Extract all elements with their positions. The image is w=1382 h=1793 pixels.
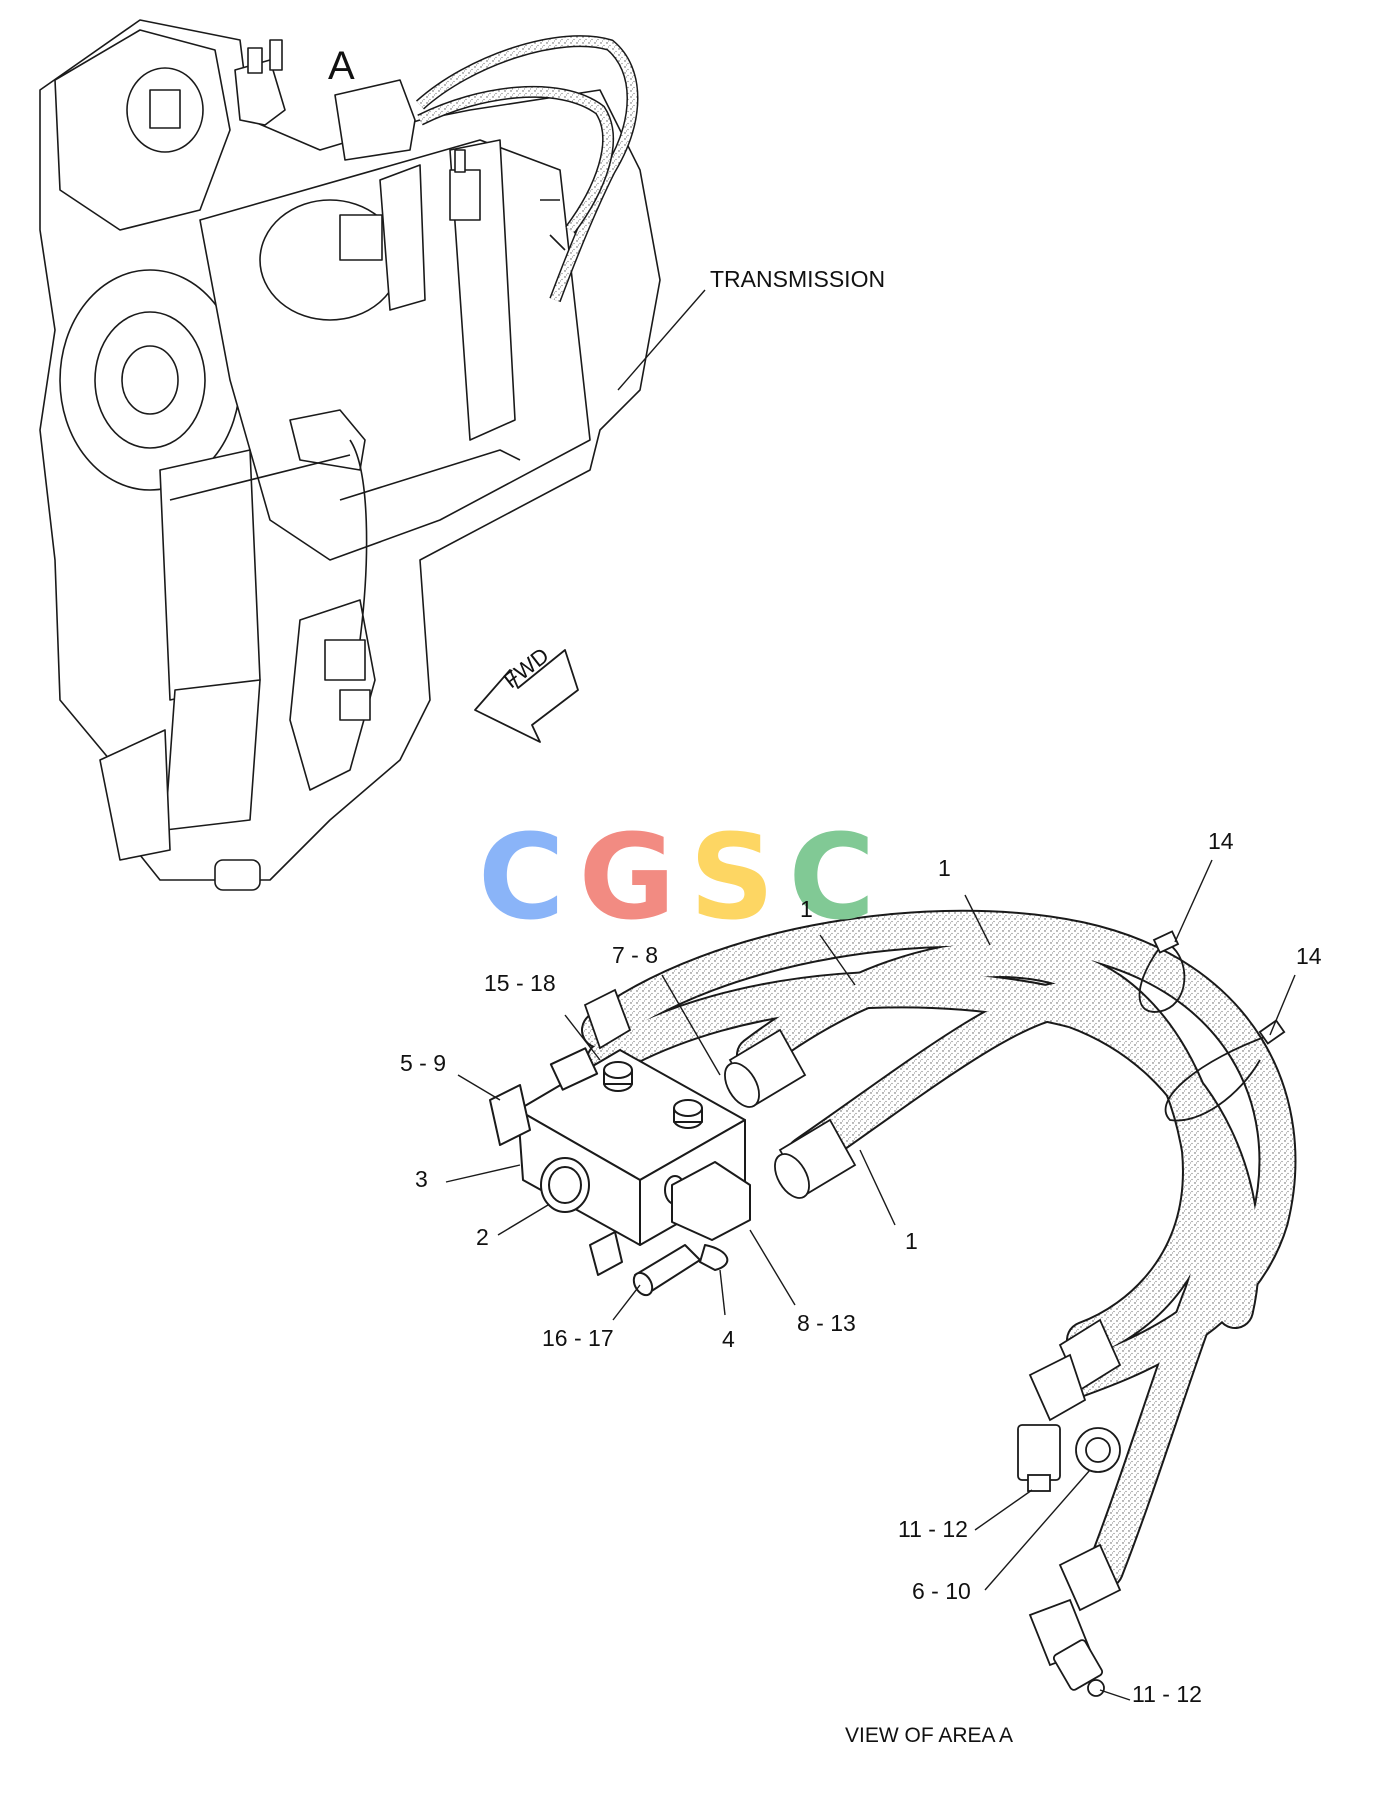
- callout-16-17: 16 - 17: [542, 1325, 614, 1351]
- callout-5-9: 5 - 9: [400, 1050, 447, 1076]
- callout-11-12-b: 11 - 12: [1132, 1681, 1202, 1707]
- hose-fittings: [583, 988, 1122, 1697]
- callout-11-12-a: 11 - 12: [898, 1516, 968, 1542]
- callout-1-low: 1: [905, 1228, 918, 1254]
- callout-4: 4: [722, 1326, 735, 1352]
- valve-block: [489, 1047, 751, 1297]
- callout-3: 3: [415, 1166, 428, 1192]
- fwd-arrow: [474, 649, 579, 743]
- callout-6-10: 6 - 10: [912, 1578, 971, 1604]
- callout-14-right: 14: [1296, 943, 1322, 969]
- view-label: VIEW OF AREA A: [845, 1724, 1014, 1747]
- callout-8-13: 8 - 13: [797, 1310, 856, 1336]
- watermark-letter-g: G: [578, 808, 676, 946]
- callout-1-top: 1: [938, 855, 951, 881]
- callout-leaders: [445, 859, 1296, 1701]
- callout-7-8: 7 - 8: [612, 942, 659, 968]
- watermark-letter-s: S: [689, 808, 775, 946]
- cgsc-watermark: C G S C: [478, 818, 875, 936]
- hoses-fill: [583, 911, 1295, 1587]
- transmission-label: TRANSMISSION: [710, 266, 886, 292]
- transmission-assembly: [39, 19, 661, 891]
- callout-2: 2: [476, 1224, 489, 1250]
- callout-15-18: 15 - 18: [484, 970, 556, 996]
- watermark-letter-c1: C: [478, 808, 565, 946]
- callout-14-top: 14: [1208, 828, 1234, 854]
- watermark-letter-c2: C: [788, 808, 876, 946]
- callout-1-mid: 1: [800, 896, 813, 922]
- transmission-leader: [617, 289, 706, 391]
- transmission-hoses: [415, 35, 639, 303]
- area-label: A: [328, 44, 355, 88]
